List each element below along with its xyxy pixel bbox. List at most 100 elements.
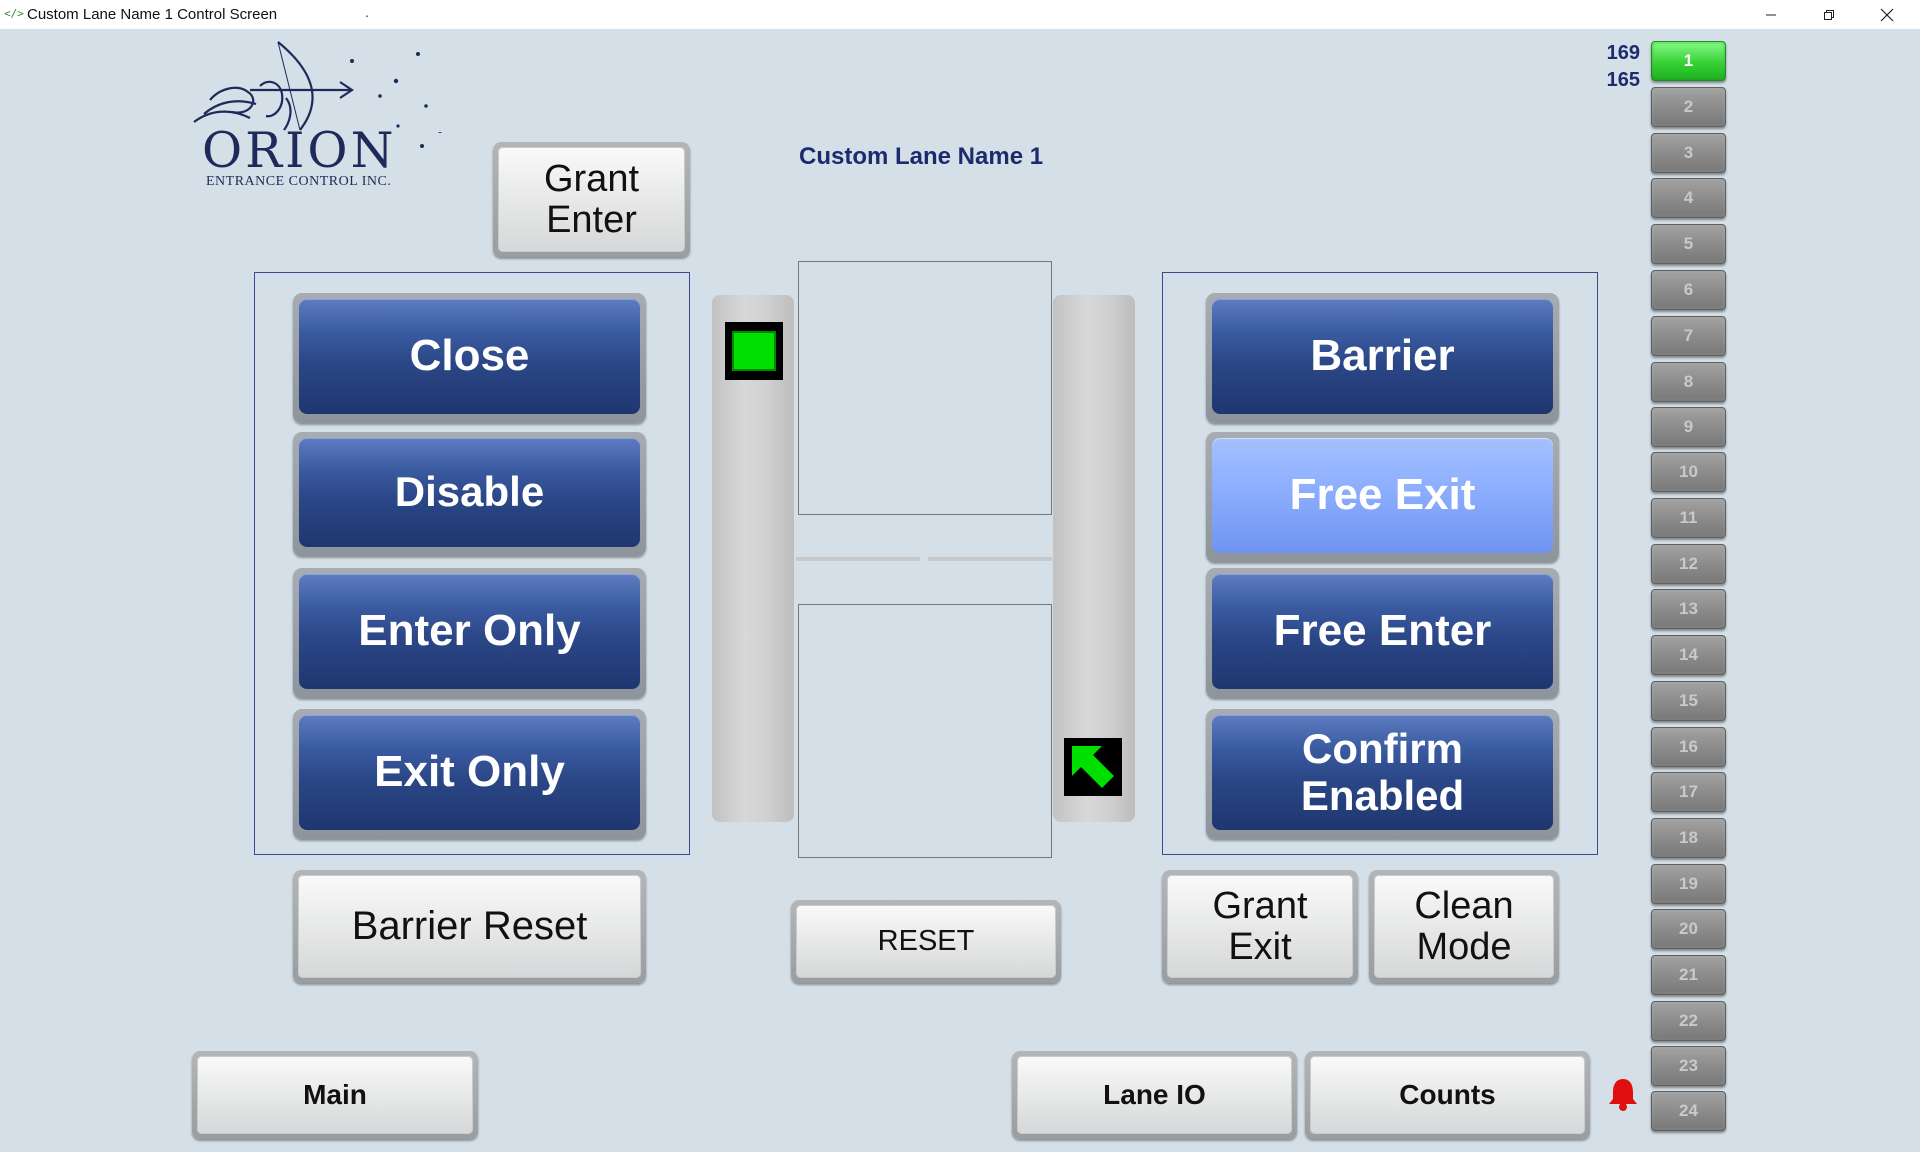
lane-button-label: 21 [1654,958,1723,992]
lane-button-3[interactable]: 3 [1651,133,1726,173]
barrier-track-right [928,557,1052,561]
lane-button-label: 11 [1654,501,1723,535]
title-bar: </> Custom Lane Name 1 Control Screen . [0,0,1920,29]
window-title: Custom Lane Name 1 Control Screen [27,6,278,23]
lane-button-label: 12 [1654,547,1723,581]
disable-button[interactable]: Disable [293,432,646,556]
close-button[interactable]: Close [293,293,646,423]
barrier-label: Barrier [1310,331,1455,381]
lane-button-2[interactable]: 2 [1651,87,1726,127]
confirm-enabled-line1: Confirm [1302,725,1463,773]
lane-button-5[interactable]: 5 [1651,224,1726,264]
reset-button[interactable]: RESET [791,900,1061,983]
exit-only-label: Exit Only [374,747,565,797]
minimize-icon[interactable] [1742,0,1800,29]
lane-button-label: 6 [1654,273,1723,307]
lane-button-20[interactable]: 20 [1651,909,1726,949]
close-label: Close [409,331,530,381]
main-button[interactable]: Main [192,1051,478,1139]
lane-button-label: 22 [1654,1004,1723,1038]
lane-button-16[interactable]: 16 [1651,727,1726,767]
lane-button-label: 10 [1654,455,1723,489]
lane-button-label: 13 [1654,592,1723,626]
lane-button-label: 15 [1654,684,1723,718]
lane-button-18[interactable]: 18 [1651,818,1726,858]
lane-button-8[interactable]: 8 [1651,362,1726,402]
lane-button-6[interactable]: 6 [1651,270,1726,310]
grant-enter-line1: Grant [543,158,640,201]
lane-button-label: 5 [1654,227,1723,261]
lane-button-17[interactable]: 17 [1651,772,1726,812]
enter-only-label: Enter Only [358,606,581,656]
lane-button-label: 16 [1654,730,1723,764]
window-title-suffix: . [365,4,369,20]
lane-button-label: 2 [1654,90,1723,124]
lane-button-label: 7 [1654,319,1723,353]
right-pillar [1053,295,1135,822]
free-exit-button[interactable]: Free Exit [1206,432,1559,562]
lane-button-21[interactable]: 21 [1651,955,1726,995]
lane-button-10[interactable]: 10 [1651,452,1726,492]
disable-label: Disable [394,468,545,516]
main-label: Main [303,1079,367,1111]
lane-button-4[interactable]: 4 [1651,178,1726,218]
lane-button-12[interactable]: 12 [1651,544,1726,584]
barrier-track-left [796,557,920,561]
top-glass-panel [798,261,1052,515]
star-icon [420,144,424,148]
lane-button-23[interactable]: 23 [1651,1046,1726,1086]
grant-exit-line1: Grant [1212,885,1308,928]
archer-icon [193,41,442,133]
lane-button-label: 14 [1654,638,1723,672]
counts-button[interactable]: Counts [1305,1051,1590,1139]
free-enter-label: Free Enter [1273,606,1492,656]
lane-button-13[interactable]: 13 [1651,589,1726,629]
left-mode-group [254,272,690,855]
green-square-icon [725,322,783,380]
lane-button-9[interactable]: 9 [1651,407,1726,447]
grant-enter-line2: Enter [546,198,637,241]
lane-title: Custom Lane Name 1 [799,143,1044,170]
lane-button-15[interactable]: 15 [1651,681,1726,721]
close-icon[interactable] [1858,0,1916,29]
free-enter-button[interactable]: Free Enter [1206,568,1559,698]
bell-icon[interactable] [1606,1076,1640,1112]
lane-button-7[interactable]: 7 [1651,316,1726,356]
logo-wordmark: ORION [202,122,397,179]
barrier-reset-button[interactable]: Barrier Reset [293,870,646,983]
barrier-reset-label: Barrier Reset [351,904,588,949]
lane-button-24[interactable]: 24 [1651,1091,1726,1131]
clean-mode-line2: Mode [1416,925,1512,968]
lane-button-19[interactable]: 19 [1651,864,1726,904]
lane-button-1[interactable]: 1 [1651,41,1726,81]
exit-only-button[interactable]: Exit Only [293,709,646,839]
lane-button-label: 8 [1654,365,1723,399]
lane-button-11[interactable]: 11 [1651,498,1726,538]
lane-button-label: 24 [1654,1094,1723,1128]
count-bottom: 165 [1606,69,1640,91]
counts-label: Counts [1399,1079,1496,1111]
clean-mode-line1: Clean [1414,885,1514,928]
lane-button-label: 9 [1654,410,1723,444]
confirm-enabled-line2: Enabled [1300,771,1465,819]
app-icon: </> [4,7,24,20]
barrier-button[interactable]: Barrier [1206,293,1559,423]
lane-button-label: 18 [1654,821,1723,855]
left-pillar [712,295,794,822]
lane-button-label: 17 [1654,775,1723,809]
lane-button-label: 19 [1654,867,1723,901]
lane-button-14[interactable]: 14 [1651,635,1726,675]
logo-tagline: ENTRANCE CONTROL INC. [206,174,392,189]
lane-io-button[interactable]: Lane IO [1012,1051,1297,1139]
restore-icon[interactable] [1800,0,1858,29]
lane-button-label: 20 [1654,912,1723,946]
green-arrow-icon [1064,738,1122,796]
lane-button-22[interactable]: 22 [1651,1001,1726,1041]
lane-button-label: 1 [1654,44,1723,78]
count-top: 169 [1606,42,1640,64]
enter-only-button[interactable]: Enter Only [293,568,646,698]
